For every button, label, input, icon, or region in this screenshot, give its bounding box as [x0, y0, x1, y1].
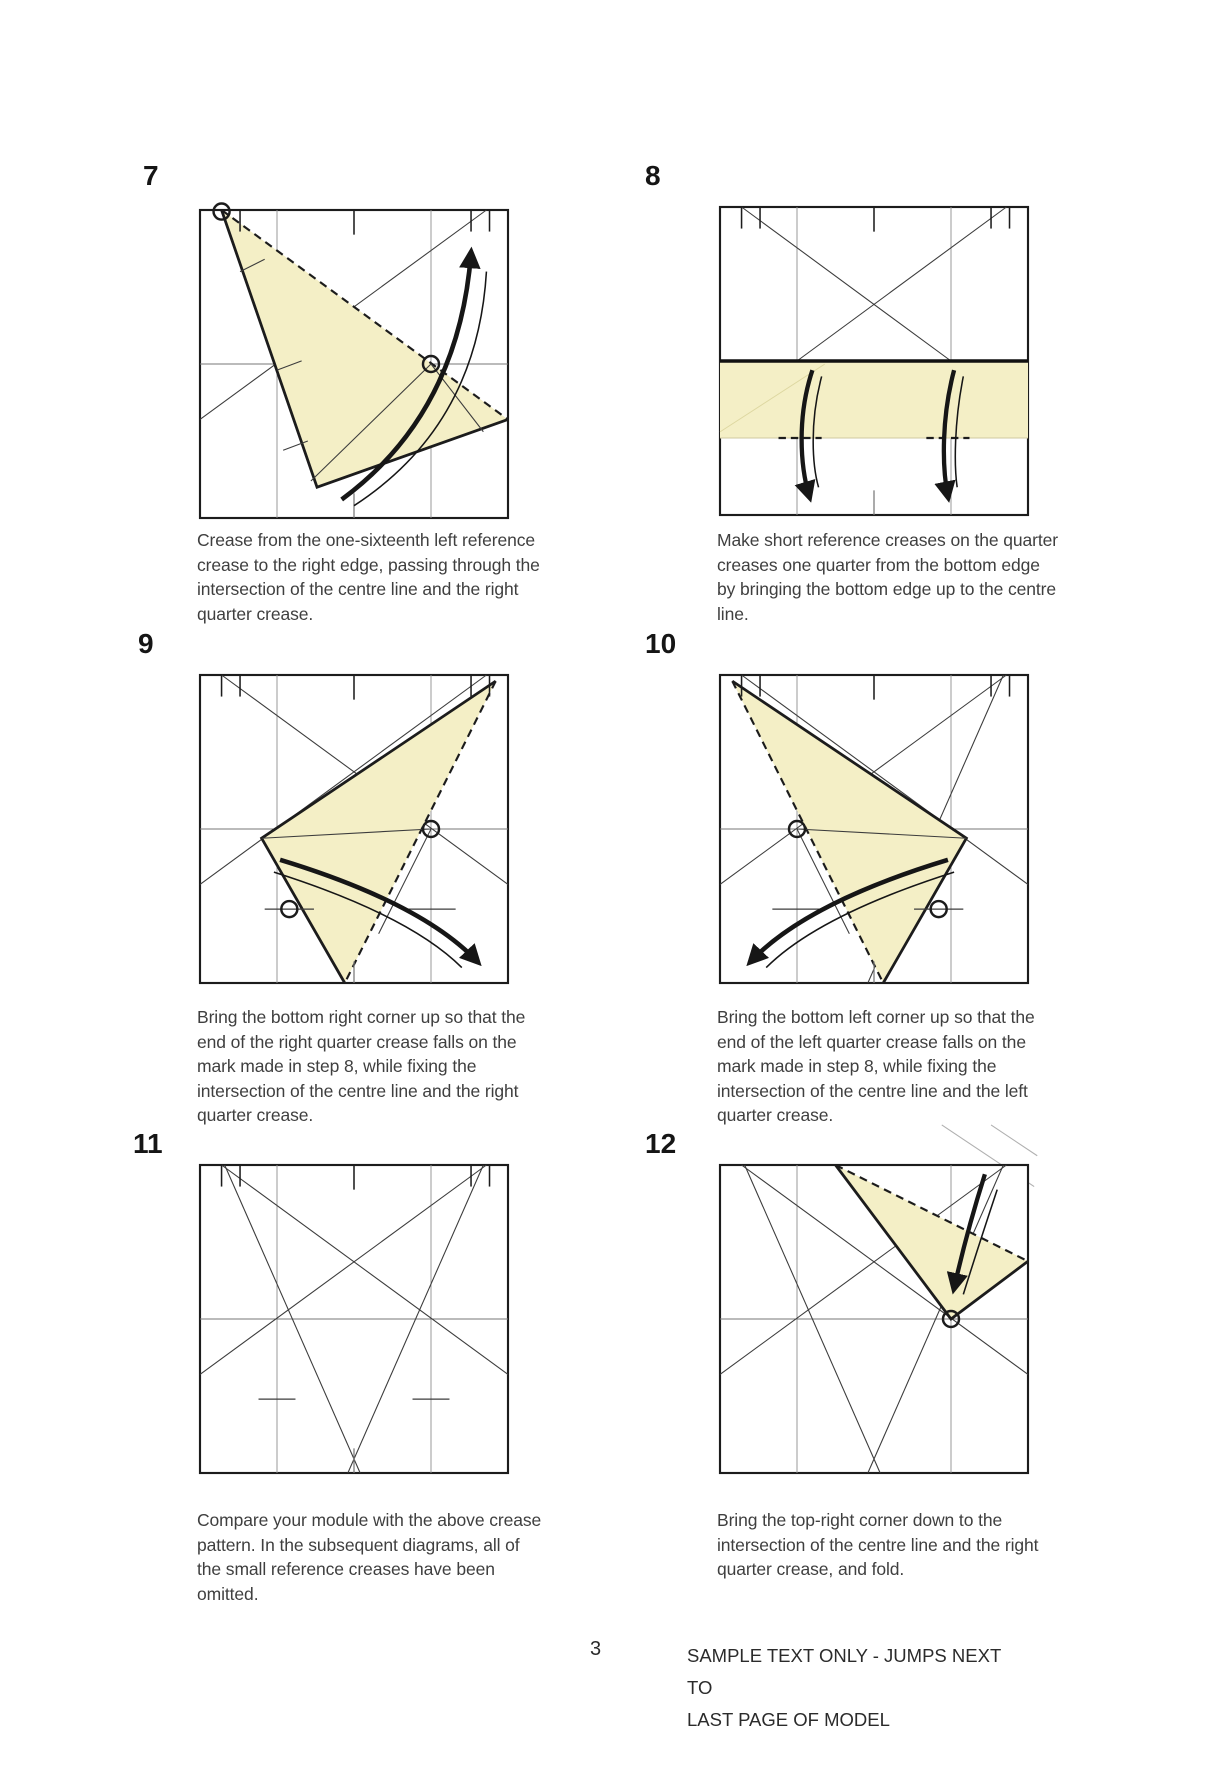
diagonal-creases — [719, 1164, 1029, 1474]
step-9-caption: Bring the bottom right corner up so that… — [197, 1007, 526, 1125]
landmark-circles — [212, 202, 441, 374]
landmark-circles — [941, 1309, 961, 1329]
folded-flap — [731, 680, 969, 984]
step-12-number: 12 — [645, 1128, 677, 1159]
fold-arrow-icon — [746, 857, 955, 969]
landmark-circles — [280, 819, 441, 919]
edge-tick-marks — [220, 1165, 491, 1473]
step-7-number: 7 — [143, 160, 159, 191]
edge-tick-marks — [239, 210, 491, 518]
page-number: 3 — [590, 1638, 602, 1660]
step-9-diagram — [198, 673, 510, 985]
step-7-diagram — [198, 202, 510, 520]
fold-arrow-icon — [946, 1173, 998, 1295]
step-12-diagram — [718, 1124, 1038, 1475]
folded-flap — [259, 680, 497, 984]
step-10-diagram — [718, 673, 1030, 985]
step-11-number: 11 — [133, 1128, 163, 1159]
step-10-number: 10 — [645, 628, 677, 659]
reference-creases — [200, 1165, 508, 1473]
diagonal-creases — [741, 206, 1007, 362]
edge-tick-marks — [740, 207, 1011, 515]
step-11-diagram — [198, 1163, 510, 1475]
edge-tick-marks — [740, 675, 1011, 983]
step-10-caption: Bring the bottom left corner up so that … — [717, 1007, 1035, 1125]
folded-flap — [834, 1164, 1029, 1321]
step-8-caption: Make short reference creases on the quar… — [717, 530, 1059, 624]
footer-note-line2: LAST PAGE OF MODEL — [687, 1709, 890, 1730]
fold-arrow-icon — [340, 246, 488, 507]
folded-flap — [220, 209, 509, 489]
valley-fold-line — [731, 680, 885, 984]
folded-band — [719, 359, 1028, 439]
fold-arrow-icon — [273, 857, 482, 969]
unfold-arrow-icon-left — [794, 369, 823, 503]
valley-fold-line — [220, 209, 509, 421]
valley-fold-line — [835, 1164, 1029, 1263]
valley-fold-line — [343, 680, 497, 984]
footer-note-line1: SAMPLE TEXT ONLY - JUMPS NEXT TO — [687, 1645, 1001, 1698]
landmark-circles — [787, 819, 948, 919]
step-11-caption: Compare your module with the above creas… — [197, 1510, 542, 1604]
unfold-arrow-icon-right — [934, 369, 965, 503]
step-9-number: 9 — [138, 628, 154, 659]
step-8-number: 8 — [645, 160, 661, 191]
step-8-diagram — [718, 205, 1030, 517]
step-7-caption: Crease from the one-sixteenth left refer… — [197, 530, 540, 624]
footer-note: SAMPLE TEXT ONLY - JUMPS NEXT TO LAST PA… — [687, 1640, 1017, 1736]
edge-tick-marks — [220, 675, 491, 983]
diagonal-creases — [199, 1164, 509, 1474]
step-12-caption: Bring the top-right corner down to the i… — [717, 1510, 1039, 1579]
